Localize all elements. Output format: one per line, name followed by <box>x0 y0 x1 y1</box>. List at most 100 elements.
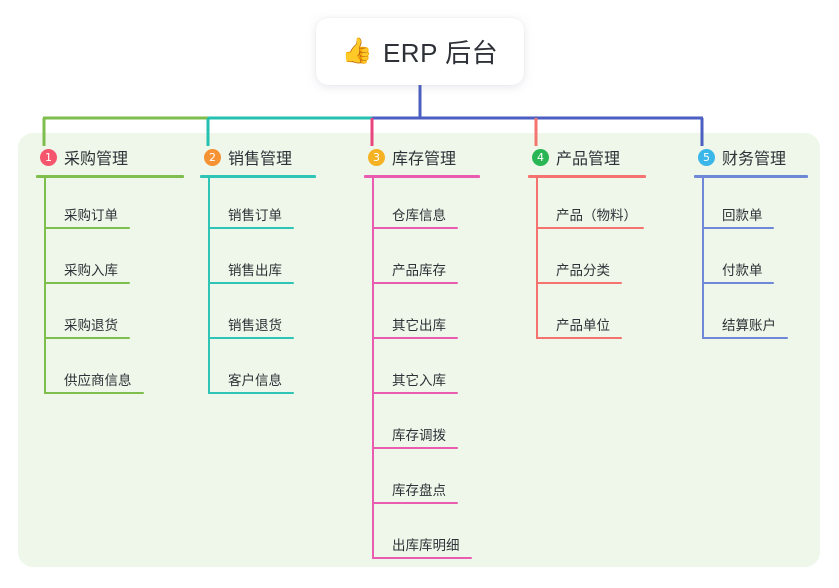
leaf-item-label: 采购订单 <box>64 208 118 223</box>
column-number-badge: 2 <box>204 148 221 166</box>
column-items: 销售订单销售出库销售退货客户信息 <box>200 178 316 398</box>
column-number-badge: 1 <box>40 148 57 166</box>
column-header-rule <box>694 175 808 178</box>
column-number-badge: 3 <box>368 148 385 166</box>
column-title: 库存管理 <box>392 151 457 168</box>
leaf-item-label: 其它出库 <box>392 318 446 333</box>
mindmap-column-5: 5 财务管理回款单付款单结算账户 <box>694 145 808 343</box>
leaf-item-label: 销售退货 <box>228 318 282 333</box>
leaf-item[interactable]: 回款单 <box>694 178 808 233</box>
column-number-badge: 4 <box>532 148 549 166</box>
column-spine <box>702 178 704 339</box>
leaf-item-label: 出库库明细 <box>392 538 460 553</box>
column-header-4[interactable]: 4 产品管理 <box>528 145 646 169</box>
leaf-item-rule <box>208 227 294 229</box>
leaf-item[interactable]: 产品分类 <box>528 233 646 288</box>
root-node-card[interactable]: 👍 ERP 后台 <box>316 18 524 85</box>
leaf-item-rule <box>208 282 294 284</box>
column-items: 产品（物料） 产品分类产品单位 <box>528 178 646 343</box>
leaf-item-label: 销售订单 <box>228 208 282 223</box>
leaf-item-rule <box>536 337 622 339</box>
column-spine <box>208 178 210 394</box>
leaf-item-label: 销售出库 <box>228 263 282 278</box>
leaf-item-label: 回款单 <box>722 208 763 223</box>
leaf-item-label: 产品（物料） <box>556 208 637 223</box>
leaf-item-label: 其它入库 <box>392 373 446 388</box>
leaf-item-label: 结算账户 <box>722 318 776 333</box>
leaf-item-label: 产品单位 <box>556 318 610 333</box>
mindmap-column-1: 1 采购管理采购订单采购入库采购退货供应商信息 <box>36 145 184 398</box>
leaf-item-label: 库存盘点 <box>392 483 446 498</box>
leaf-item-label: 采购入库 <box>64 263 118 278</box>
leaf-item-rule <box>208 392 294 394</box>
leaf-item[interactable]: 产品单位 <box>528 288 646 343</box>
leaf-item-label: 库存调拨 <box>392 428 446 443</box>
mindmap-column-2: 2 销售管理销售订单销售出库销售退货客户信息 <box>200 145 316 398</box>
column-header-1[interactable]: 1 采购管理 <box>36 145 184 169</box>
column-header-rule <box>364 175 480 178</box>
column-header-3[interactable]: 3 库存管理 <box>364 145 480 169</box>
column-title: 财务管理 <box>722 151 787 168</box>
leaf-item[interactable]: 客户信息 <box>200 343 316 398</box>
root-node-title: ERP 后台 <box>382 38 499 68</box>
mindmap-column-4: 4 产品管理产品（物料） 产品分类产品单位 <box>528 145 646 343</box>
leaf-item-label: 付款单 <box>722 263 763 278</box>
leaf-item-rule <box>44 282 130 284</box>
leaf-item[interactable]: 出库库明细 <box>364 508 480 563</box>
leaf-item-rule <box>208 337 294 339</box>
column-spine <box>372 178 374 559</box>
leaf-item-label: 采购退货 <box>64 318 118 333</box>
leaf-item-rule <box>372 557 472 559</box>
leaf-item[interactable]: 仓库信息 <box>364 178 480 233</box>
leaf-item-rule <box>44 227 130 229</box>
leaf-item[interactable]: 产品库存 <box>364 233 480 288</box>
leaf-item[interactable]: 销售订单 <box>200 178 316 233</box>
leaf-item[interactable]: 库存调拨 <box>364 398 480 453</box>
leaf-item[interactable]: 销售出库 <box>200 233 316 288</box>
leaf-item-rule <box>44 392 144 394</box>
leaf-item-rule <box>372 337 458 339</box>
column-header-rule <box>36 175 184 178</box>
leaf-item-rule <box>702 282 774 284</box>
leaf-item-rule <box>372 282 458 284</box>
column-header-2[interactable]: 2 销售管理 <box>200 145 316 169</box>
column-items: 回款单付款单结算账户 <box>694 178 808 343</box>
leaf-item-rule <box>702 227 774 229</box>
leaf-item-rule <box>536 282 622 284</box>
leaf-item[interactable]: 供应商信息 <box>36 343 184 398</box>
mindmap-column-3: 3 库存管理仓库信息产品库存其它出库其它入库库存调拨库存盘点出库库明细 <box>364 145 480 563</box>
column-header-rule <box>528 175 646 178</box>
leaf-item-rule <box>372 447 458 449</box>
column-title: 采购管理 <box>64 151 129 168</box>
leaf-item-label: 供应商信息 <box>64 373 132 388</box>
leaf-item[interactable]: 库存盘点 <box>364 453 480 508</box>
leaf-item-rule <box>372 392 458 394</box>
column-header-5[interactable]: 5 财务管理 <box>694 145 808 169</box>
column-spine <box>44 178 46 394</box>
leaf-item[interactable]: 产品（物料） <box>528 178 646 233</box>
leaf-item-rule <box>702 337 788 339</box>
leaf-item[interactable]: 付款单 <box>694 233 808 288</box>
leaf-item[interactable]: 其它出库 <box>364 288 480 343</box>
thumbs-up-icon: 👍 <box>341 37 373 65</box>
leaf-item[interactable]: 采购退货 <box>36 288 184 343</box>
leaf-item-rule <box>372 227 458 229</box>
leaf-item[interactable]: 其它入库 <box>364 343 480 398</box>
leaf-item-rule <box>44 337 130 339</box>
column-items: 仓库信息产品库存其它出库其它入库库存调拨库存盘点出库库明细 <box>364 178 480 563</box>
leaf-item-label: 产品库存 <box>392 263 446 278</box>
leaf-item[interactable]: 采购订单 <box>36 178 184 233</box>
column-number-badge: 5 <box>698 148 715 166</box>
leaf-item[interactable]: 采购入库 <box>36 233 184 288</box>
leaf-item[interactable]: 销售退货 <box>200 288 316 343</box>
column-title: 销售管理 <box>228 151 293 168</box>
column-title: 产品管理 <box>556 151 621 168</box>
column-header-rule <box>200 175 316 178</box>
mindmap-panel <box>18 133 820 567</box>
leaf-item[interactable]: 结算账户 <box>694 288 808 343</box>
leaf-item-label: 产品分类 <box>556 263 610 278</box>
column-items: 采购订单采购入库采购退货供应商信息 <box>36 178 184 398</box>
leaf-item-rule <box>372 502 458 504</box>
leaf-item-rule <box>536 227 644 229</box>
